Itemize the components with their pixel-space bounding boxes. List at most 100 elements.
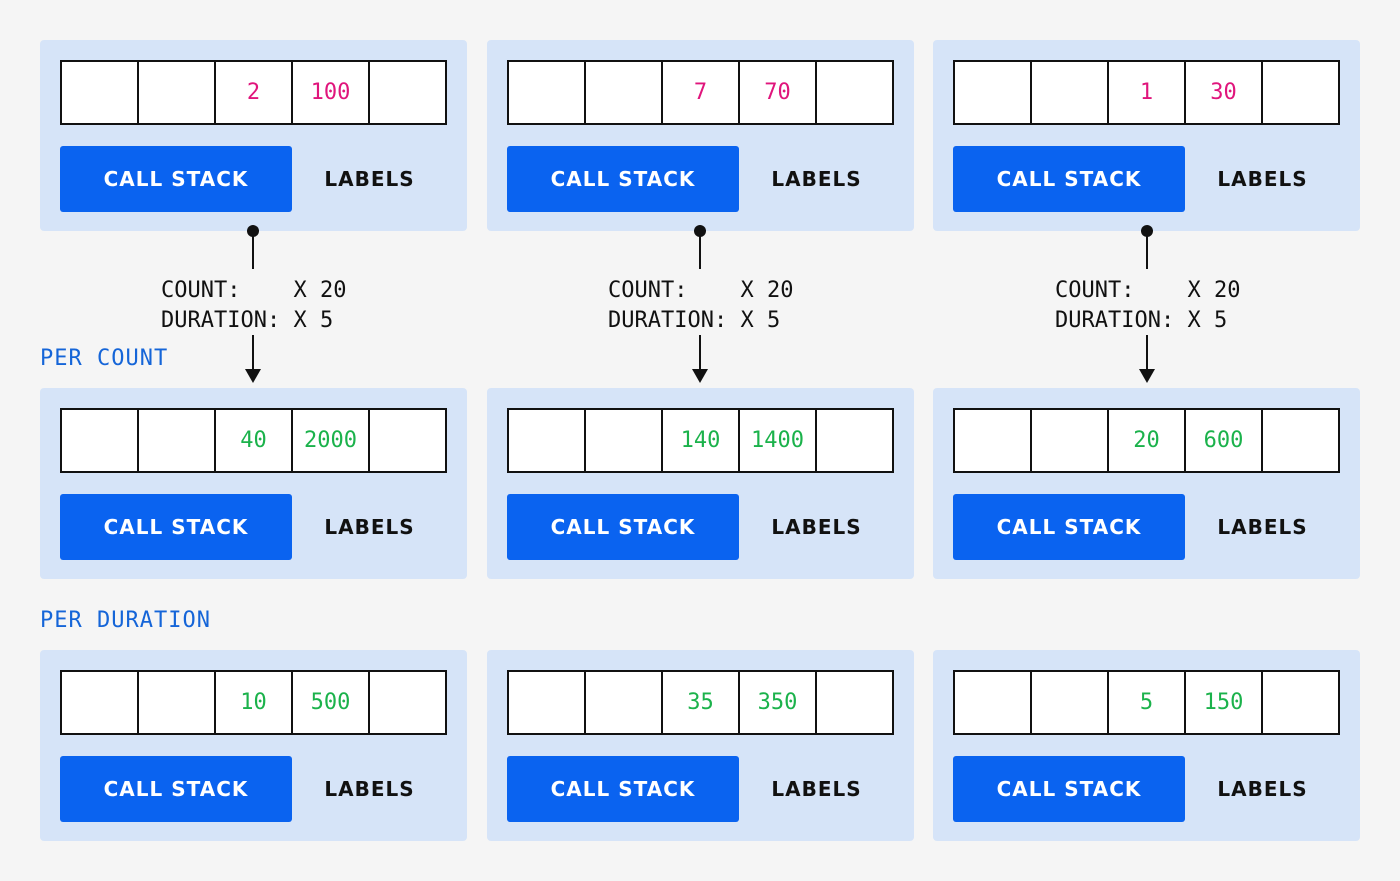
sample-cells: 5 150 — [953, 670, 1340, 735]
connector-line — [252, 235, 254, 269]
arrow-down-icon — [1139, 369, 1155, 383]
empty-cell — [509, 672, 586, 733]
call-stack-button[interactable]: CALL STACK — [953, 494, 1185, 560]
empty-cell — [370, 410, 445, 471]
duration-multiplier: X 5 — [293, 308, 334, 333]
empty-cell — [370, 62, 445, 123]
sample-cells: 7 70 — [507, 60, 894, 125]
scale-connector — [243, 225, 263, 390]
empty-cell — [370, 672, 445, 733]
empty-cell — [955, 410, 1032, 471]
empty-cell — [139, 672, 216, 733]
count-label: COUNT: — [608, 278, 688, 303]
scale-connector — [1137, 225, 1157, 390]
count-multiplier: X 20 — [740, 278, 794, 303]
empty-cell — [586, 62, 663, 123]
count-multiplier: X 20 — [293, 278, 347, 303]
count-cell: 7 — [663, 62, 740, 123]
call-stack-button[interactable]: CALL STACK — [60, 494, 292, 560]
empty-cell — [62, 410, 139, 471]
duration-cell: 100 — [293, 62, 370, 123]
sample-cells: 20 600 — [953, 408, 1340, 473]
sample-cells: 10 500 — [60, 670, 447, 735]
sample-panel: 7 70 CALL STACK LABELS — [487, 40, 914, 231]
empty-cell — [955, 672, 1032, 733]
sample-panel: 2 100 CALL STACK LABELS — [40, 40, 467, 231]
scale-connector — [690, 225, 710, 390]
sample-cells: 1 30 — [953, 60, 1340, 125]
labels-text: LABELS — [324, 515, 415, 539]
count-label: COUNT: — [161, 278, 241, 303]
call-stack-button[interactable]: CALL STACK — [507, 146, 739, 212]
count-cell: 2 — [216, 62, 293, 123]
empty-cell — [509, 62, 586, 123]
empty-cell — [62, 672, 139, 733]
empty-cell — [139, 410, 216, 471]
duration-cell: 500 — [293, 672, 370, 733]
duration-cell: 70 — [740, 62, 817, 123]
empty-cell — [1032, 62, 1109, 123]
call-stack-button[interactable]: CALL STACK — [60, 756, 292, 822]
sample-panel: 10 500 CALL STACK LABELS — [40, 650, 467, 841]
connector-line — [1146, 235, 1148, 269]
call-stack-button[interactable]: CALL STACK — [507, 756, 739, 822]
empty-cell — [62, 62, 139, 123]
labels-text: LABELS — [771, 777, 862, 801]
count-cell: 5 — [1109, 672, 1186, 733]
arrow-down-icon — [692, 369, 708, 383]
empty-cell — [817, 410, 892, 471]
empty-cell — [1032, 410, 1109, 471]
duration-cell: 600 — [1186, 410, 1263, 471]
call-stack-button[interactable]: CALL STACK — [507, 494, 739, 560]
duration-cell: 2000 — [293, 410, 370, 471]
sample-panel: 35 350 CALL STACK LABELS — [487, 650, 914, 841]
labels-text: LABELS — [324, 777, 415, 801]
labels-text: LABELS — [771, 515, 862, 539]
connector-dot — [1141, 225, 1153, 237]
sample-cells: 2 100 — [60, 60, 447, 125]
sample-cells: 40 2000 — [60, 408, 447, 473]
sample-panel: 1 30 CALL STACK LABELS — [933, 40, 1360, 231]
count-cell: 140 — [663, 410, 740, 471]
labels-text: LABELS — [1217, 167, 1308, 191]
sample-panel: 5 150 CALL STACK LABELS — [933, 650, 1360, 841]
empty-cell — [139, 62, 216, 123]
duration-multiplier: X 5 — [1187, 308, 1228, 333]
connector-line — [1146, 335, 1148, 371]
call-stack-button[interactable]: CALL STACK — [953, 146, 1185, 212]
duration-multiplier: X 5 — [740, 308, 781, 333]
connector-line — [699, 335, 701, 371]
count-cell: 1 — [1109, 62, 1186, 123]
per-duration-heading: PER DURATION — [40, 608, 211, 633]
count-cell: 20 — [1109, 410, 1186, 471]
sample-panel: 40 2000 CALL STACK LABELS — [40, 388, 467, 579]
empty-cell — [955, 62, 1032, 123]
count-label: COUNT: — [1055, 278, 1135, 303]
sample-cells: 35 350 — [507, 670, 894, 735]
empty-cell — [586, 410, 663, 471]
connector-dot — [694, 225, 706, 237]
labels-text: LABELS — [1217, 515, 1308, 539]
connector-dot — [247, 225, 259, 237]
call-stack-button[interactable]: CALL STACK — [953, 756, 1185, 822]
call-stack-button[interactable]: CALL STACK — [60, 146, 292, 212]
labels-text: LABELS — [771, 167, 862, 191]
empty-cell — [1032, 672, 1109, 733]
count-cell: 10 — [216, 672, 293, 733]
empty-cell — [1263, 410, 1338, 471]
duration-cell: 150 — [1186, 672, 1263, 733]
connector-line — [699, 235, 701, 269]
duration-label: DURATION: — [608, 308, 728, 333]
count-multiplier: X 20 — [1187, 278, 1241, 303]
empty-cell — [1263, 62, 1338, 123]
sample-cells: 140 1400 — [507, 408, 894, 473]
labels-text: LABELS — [1217, 777, 1308, 801]
empty-cell — [817, 62, 892, 123]
per-count-heading: PER COUNT — [40, 346, 169, 371]
multiplier-text: COUNT: X 20 DURATION: X 5 — [161, 276, 346, 336]
duration-label: DURATION: — [1055, 308, 1175, 333]
sample-panel: 20 600 CALL STACK LABELS — [933, 388, 1360, 579]
multiplier-text: COUNT: X 20 DURATION: X 5 — [608, 276, 793, 336]
empty-cell — [1263, 672, 1338, 733]
labels-text: LABELS — [324, 167, 415, 191]
